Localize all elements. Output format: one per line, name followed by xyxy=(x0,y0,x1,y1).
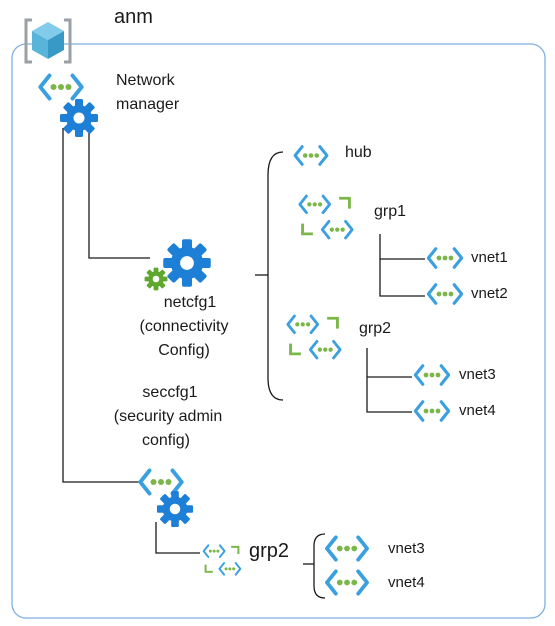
gear-icon xyxy=(156,490,194,528)
virtual-network-icon xyxy=(324,569,370,596)
group-label-grp2: grp2 xyxy=(359,320,392,337)
virtual-network-icon xyxy=(324,535,370,562)
gear-green-icon xyxy=(144,267,168,291)
group-label-grp1: grp1 xyxy=(374,203,407,220)
network-group-icon xyxy=(300,196,352,238)
vnet-label: vnet4 xyxy=(388,574,425,591)
network-group-icon xyxy=(204,545,241,574)
virtual-network-icon xyxy=(138,468,184,496)
virtual-network-icon xyxy=(426,283,464,305)
vnet-label: vnet4 xyxy=(459,402,496,419)
group-label-grp2-security: grp2 xyxy=(249,540,290,562)
network-manager-label-2: manager xyxy=(116,96,180,113)
security-config-type-2: config) xyxy=(141,432,191,449)
connectivity-config-type-2: Config) xyxy=(158,342,210,359)
virtual-network-icon xyxy=(426,247,464,269)
connector-lines xyxy=(62,128,425,599)
vnet-label: vnet1 xyxy=(471,249,508,266)
vnet-label: vnet3 xyxy=(459,366,496,383)
virtual-network-icon xyxy=(293,145,329,166)
virtual-network-icon xyxy=(38,73,84,101)
gear-icon xyxy=(163,239,211,287)
connectivity-config-name: netcfg1 xyxy=(163,294,217,311)
resource-cube-icon xyxy=(24,18,72,64)
virtual-network-icon xyxy=(413,364,451,386)
security-config-type: (security admin xyxy=(113,408,223,425)
network-group-icon xyxy=(288,316,340,358)
network-manager-label-1: Network xyxy=(116,72,175,89)
security-config-name: seccfg1 xyxy=(142,384,198,401)
hub-label: hub xyxy=(345,144,372,161)
vnet-label: vnet2 xyxy=(471,285,508,302)
vnet-label: vnet3 xyxy=(388,540,425,557)
connectivity-config-type: (connectivity xyxy=(139,318,229,335)
gear-icon xyxy=(60,99,98,137)
scope-boundary xyxy=(11,43,546,619)
virtual-network-icon xyxy=(413,400,451,422)
scope-label: anm xyxy=(114,6,153,28)
